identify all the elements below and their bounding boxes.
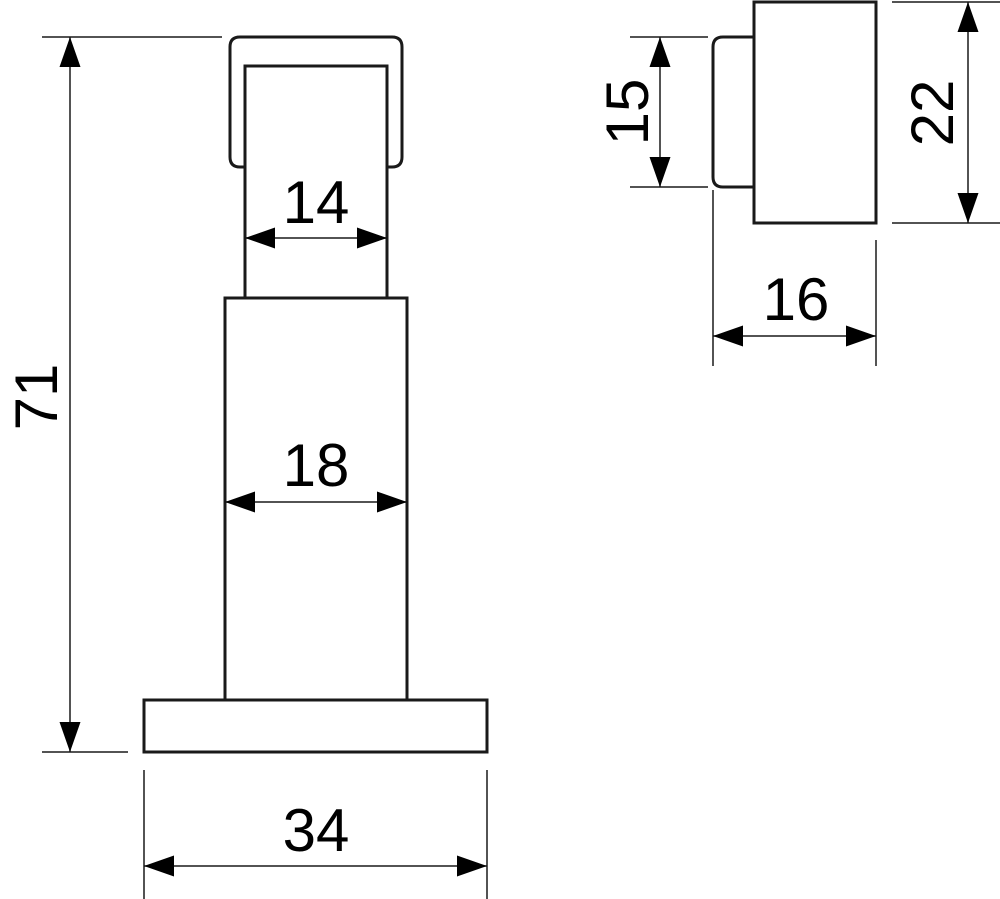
dimension-label-18: 18 (283, 432, 350, 499)
dimension-label-71: 71 (3, 364, 70, 431)
dimension-base-width: 34 (143, 770, 488, 899)
dimension-overall-height: 71 (3, 36, 222, 753)
dimension-label-14: 14 (283, 169, 350, 236)
base-plate (142, 698, 489, 754)
cap-outline (228, 35, 404, 169)
dimension-knob-height: 15 (594, 36, 708, 188)
front-view: 71 14 18 34 (3, 35, 489, 899)
dimension-label-16: 16 (763, 266, 830, 333)
body (223, 296, 409, 702)
dimension-label-15: 15 (594, 79, 661, 146)
dimension-label-34: 34 (283, 797, 350, 864)
side-body (752, 0, 878, 225)
side-knob (711, 35, 754, 189)
dimension-post-width: 14 (245, 169, 387, 249)
side-view: 15 22 16 (594, 0, 1000, 366)
dimension-body-width: 18 (225, 432, 407, 513)
dimension-depth: 16 (712, 190, 877, 366)
dimension-label-22: 22 (899, 80, 966, 147)
dimension-body-height: 22 (892, 1, 1000, 224)
